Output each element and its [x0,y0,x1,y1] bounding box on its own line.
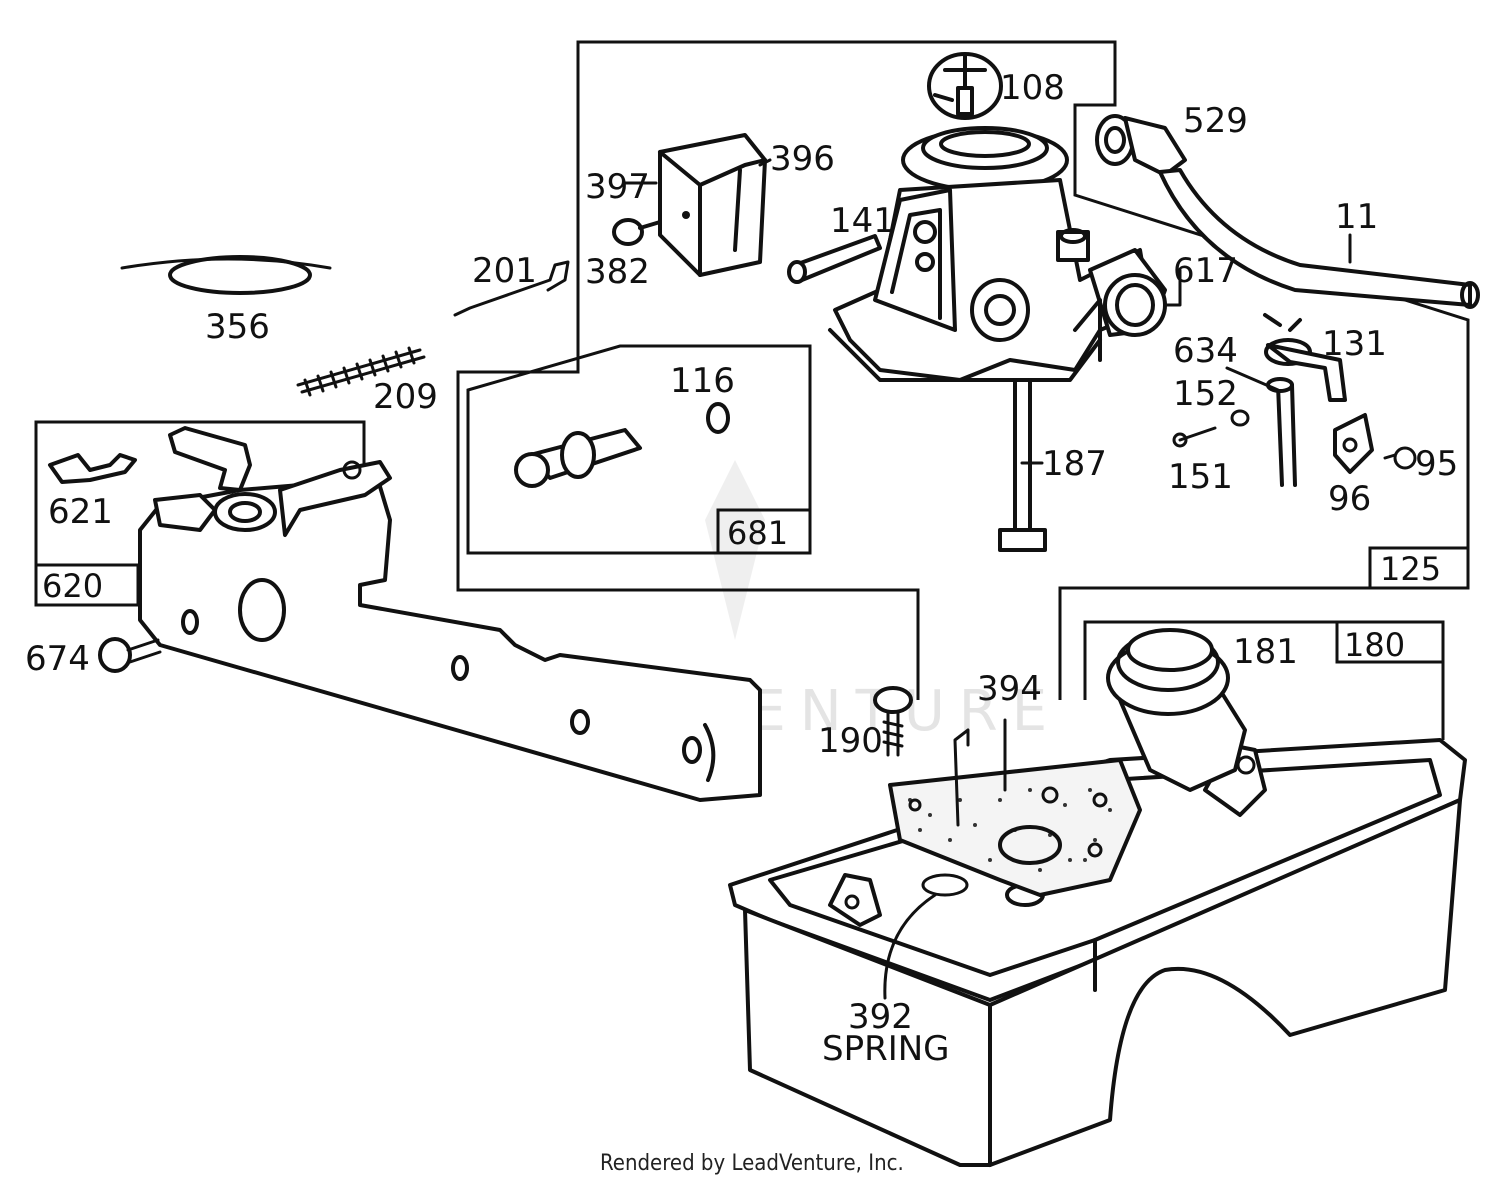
elbow-529-part [1095,114,1187,177]
watermark-logo-icon [705,460,765,640]
carburetor-body-part [828,126,1167,382]
callout-spring: SPRING [822,1029,950,1069]
link-201-part [453,260,570,317]
kit-box-681: 681 [466,344,812,555]
callout-621: 621 [48,492,113,532]
screw-382-part [612,218,662,246]
air-filter-cover-part [658,133,767,277]
box-label-681: 681 [727,514,788,552]
box-label-180: 180 [1344,626,1405,664]
callout-11: 11 [1335,197,1378,237]
callout-187: 187 [1042,444,1107,484]
spring-392-part [883,873,969,1000]
callout-634: 634 [1173,331,1238,371]
callout-529: 529 [1183,101,1248,141]
callout-181: 181 [1233,632,1298,672]
callout-394: 394 [977,669,1042,709]
footer-credit: Rendered by LeadVenture, Inc. [600,1151,904,1176]
screw-187-part [998,378,1047,552]
kit-box-125: 125 [1368,546,1470,590]
leader-lines [623,158,1397,792]
callout-96: 96 [1328,479,1371,519]
screw-190-part [873,686,913,757]
group-125-outline [456,40,1470,700]
box-label-125: 125 [1380,550,1441,588]
callout-209: 209 [373,377,438,417]
callout-152: 152 [1173,374,1238,414]
choke-plate-part [927,52,1003,120]
gasket-356-part [120,255,332,295]
throttle-shaft-634-part [1263,313,1347,487]
callout-617: 617 [1173,251,1238,291]
callout-397: 397 [585,167,650,207]
small-parts-151-152-95-96 [1172,409,1417,474]
clip-621-part [48,453,137,484]
spring-209-part [296,346,426,397]
shaft-141-part [787,234,882,284]
callout-labels: 108 529 396 397 382 141 11 201 617 356 6… [25,68,1458,1069]
callout-674: 674 [25,639,90,679]
callout-396: 396 [770,139,835,179]
callout-392: 392 [848,997,913,1037]
callout-151: 151 [1168,457,1233,497]
callout-201: 201 [472,251,537,291]
control-bracket-620-part [138,426,762,802]
needle-valve-116-part [514,402,730,488]
callout-131: 131 [1322,324,1387,364]
fuel-neck-181-part [1106,628,1247,792]
callout-108: 108 [1000,68,1065,108]
callout-356: 356 [205,307,270,347]
kit-box-180: 180 [1083,620,1445,740]
box-label-620: 620 [42,567,103,605]
callout-141: 141 [830,201,895,241]
callout-190: 190 [818,721,883,761]
callout-382: 382 [585,252,650,292]
gasket-394-part [888,728,1142,897]
callout-116: 116 [670,361,735,401]
callout-95: 95 [1415,444,1458,484]
fuel-tube-11-part [1158,168,1480,309]
kit-box-620: 620 [34,420,366,607]
bolt-674-part [98,637,162,673]
